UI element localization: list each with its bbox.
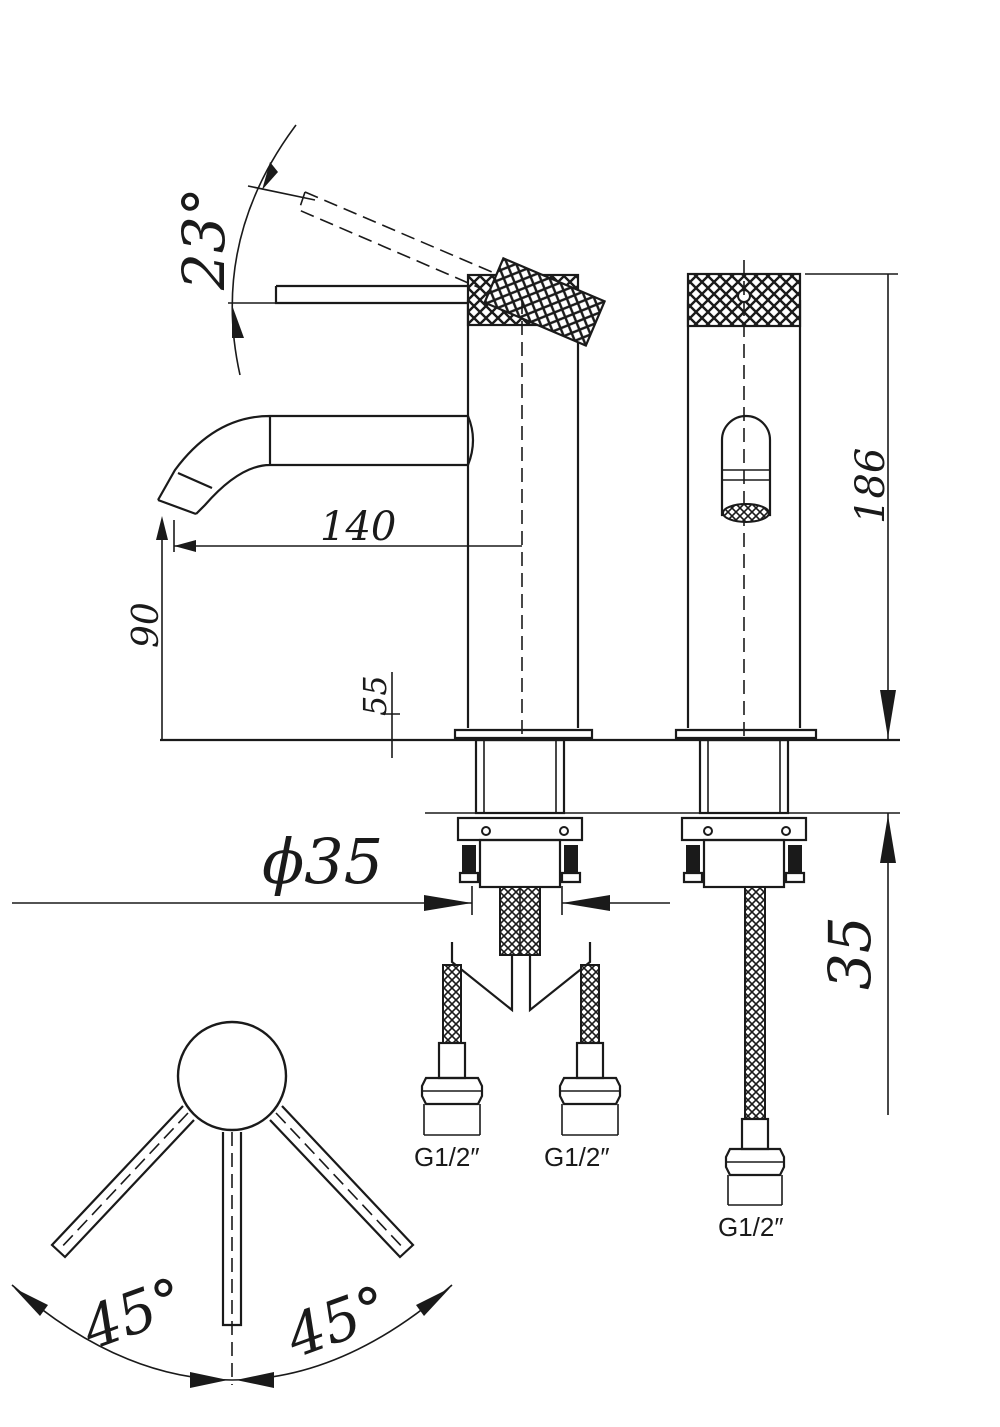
top-view-body	[176, 1020, 288, 1132]
aerator-outlet	[720, 414, 772, 517]
dim-hole-diameter: ϕ35	[12, 825, 670, 915]
dim-label-rotation-left: 45°	[73, 1264, 194, 1363]
dim-label-spout-height: 90	[126, 602, 167, 648]
dim-lever-angle: 23°	[170, 124, 316, 376]
lever-horizontal	[274, 284, 468, 305]
spout-end-cap	[466, 415, 475, 466]
dim-base-height: 55	[356, 672, 400, 758]
dim-spout-height: 90	[126, 516, 168, 740]
break-line-right	[528, 942, 592, 1013]
mounting-right	[680, 738, 808, 889]
tilted-lever-cap	[483, 256, 607, 347]
faucet-body-side	[466, 300, 580, 728]
connection-label-hot: G1/2″	[414, 1142, 480, 1172]
dim-label-deck-thickness: 35	[816, 916, 884, 990]
lever-tilted	[298, 191, 493, 289]
faucet-body-front	[686, 300, 802, 728]
dim-spout-reach: 140	[173, 504, 522, 552]
mounting-left	[456, 738, 584, 956]
dim-label-base-height: 55	[356, 675, 394, 716]
connection-label-cold: G1/2″	[544, 1142, 610, 1172]
hose-cold	[558, 964, 622, 1136]
base-flange-front	[674, 728, 818, 740]
top-view-rotation: 45° 45°	[11, 1020, 453, 1388]
connection-label-side: G1/2″	[718, 1212, 784, 1242]
dim-label-spout-reach: 140	[320, 504, 396, 550]
front-view	[674, 260, 818, 740]
hose-hot	[420, 964, 484, 1136]
spout	[157, 414, 468, 516]
hose-side	[724, 886, 786, 1206]
dim-body-height: 186	[805, 273, 898, 740]
dim-label-rotation-right: 45°	[277, 1272, 398, 1371]
base-flange-side	[453, 728, 594, 740]
lever-right	[269, 1105, 415, 1259]
aerator-inner	[722, 469, 770, 481]
dim-label-body-height: 186	[848, 448, 894, 524]
rotation-arc	[11, 1284, 453, 1381]
dim-label-lever-angle: 23°	[170, 187, 238, 291]
aerator-mesh	[722, 503, 770, 523]
dim-label-hole-diameter: ϕ35	[262, 825, 383, 898]
break-line-left	[450, 942, 514, 1013]
dim-deck-thickness: 35	[816, 813, 896, 1115]
